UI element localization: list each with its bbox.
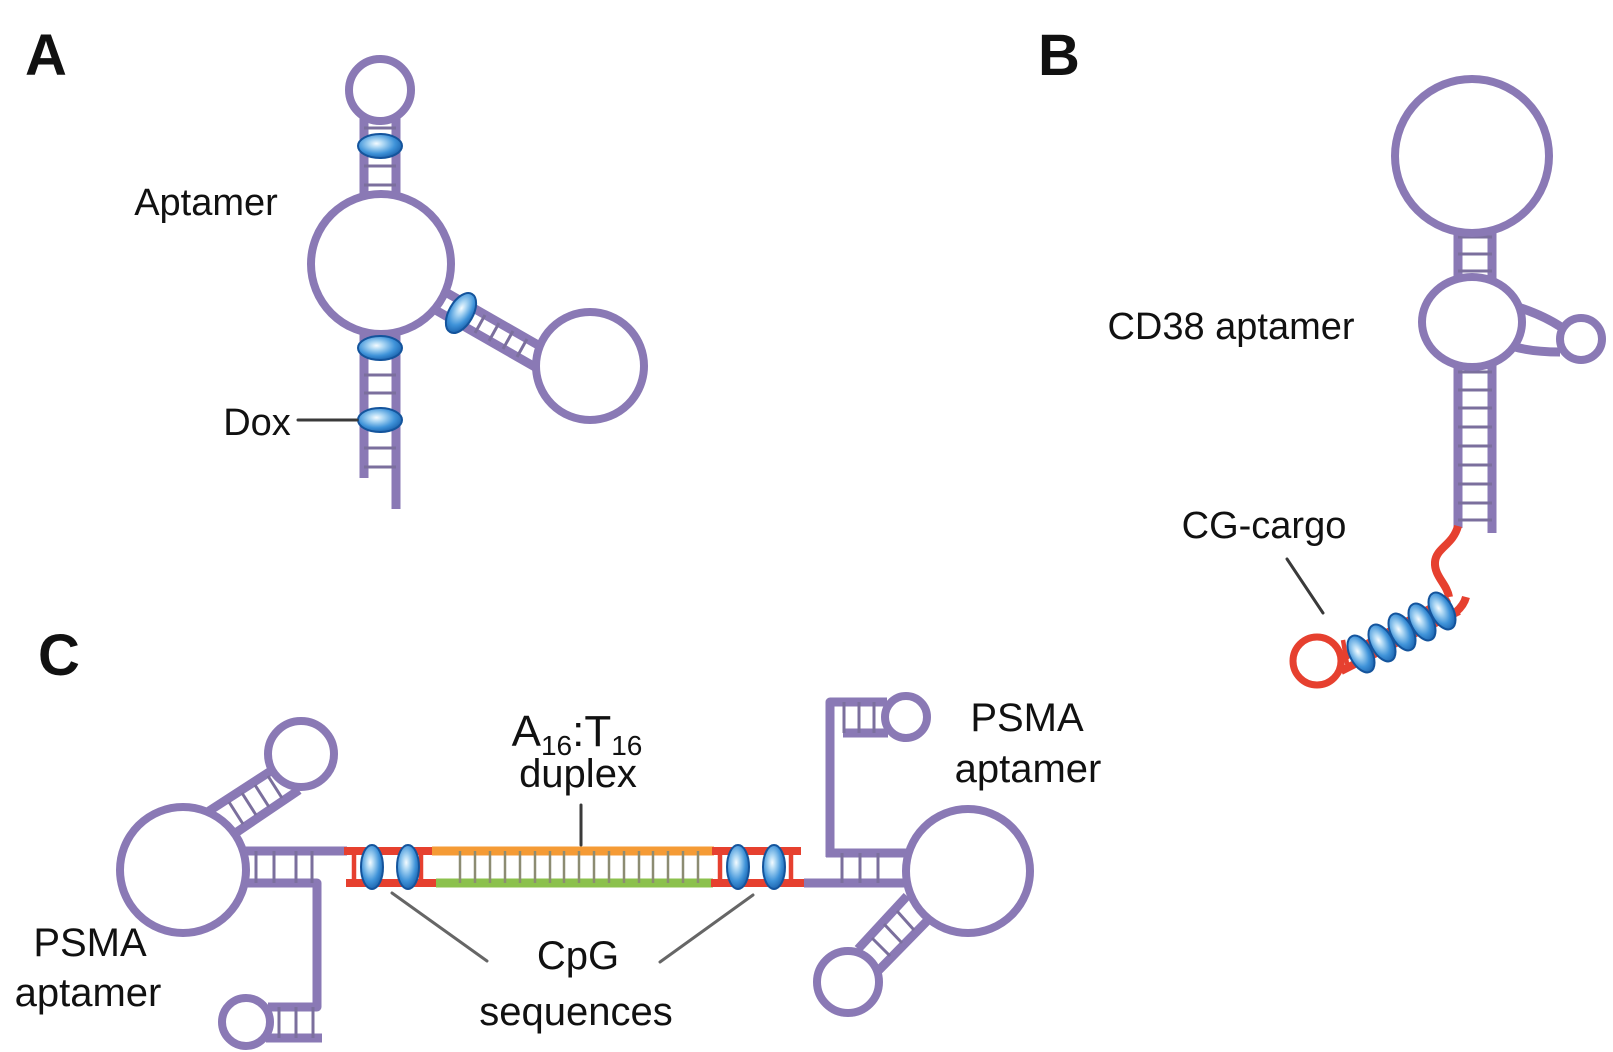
cpg-rungs <box>351 851 794 883</box>
panel-c: C <box>15 623 1102 1050</box>
cd38-aptamer-label: CD38 aptamer <box>1107 306 1354 348</box>
cg-cargo-loop <box>1289 633 1345 689</box>
psma-left-bottom-hairpin-rungs <box>277 1007 315 1038</box>
cg-cargo-dox-stack <box>1346 591 1457 674</box>
cpg-label-line1: CpG <box>537 934 619 978</box>
panel-b-letter: B <box>1038 23 1080 88</box>
psma-left-anchor-rungs <box>254 851 314 883</box>
aptamer-side-loop <box>532 308 648 424</box>
psma-left-top-stem <box>206 763 302 836</box>
psma-left-bottom-hairpin-loop <box>218 994 274 1050</box>
psma-left-main-loop <box>116 803 250 937</box>
dox-molecule <box>360 844 384 890</box>
psma-right-bottom-stem <box>854 892 933 975</box>
cpg-dox-molecules <box>360 844 786 890</box>
dox-molecule <box>726 844 750 890</box>
dox-molecule <box>1346 634 1376 674</box>
psma-right-main-loop <box>902 805 1034 937</box>
psma-aptamer-right <box>813 692 1034 1017</box>
psma-right-bottom-stem-rungs <box>870 909 916 958</box>
dox-molecule <box>762 844 786 890</box>
psma-left-label-line1: PSMA <box>33 921 147 965</box>
dox-molecule <box>357 335 403 361</box>
aptamer-bottom-stem-rungs <box>364 373 396 469</box>
cg-cargo-pointer-line <box>1285 557 1325 615</box>
psma-left-bottom-arm <box>238 878 322 1012</box>
psma-left-label-line2: aptamer <box>15 971 162 1015</box>
dox-molecule <box>357 407 403 433</box>
cg-cargo-label: CG-cargo <box>1182 505 1347 547</box>
cg-cargo-rung <box>1340 639 1350 665</box>
aptamer-top-stem-rungs <box>364 126 396 187</box>
psma-right-bottom-hairpin-loop <box>813 947 883 1017</box>
panel-a-letter: A <box>25 23 67 88</box>
cd38-top-loop <box>1391 75 1553 237</box>
aptamer-top-hairpin-loop <box>345 55 415 125</box>
dox-molecule <box>357 133 403 159</box>
psma-right-anchor-rungs <box>840 853 880 883</box>
cd38-thumb-loop <box>1556 314 1606 364</box>
cd38-middle-loop <box>1418 273 1526 371</box>
cpg-pointer-line-right <box>658 893 755 964</box>
cg-cargo-linker <box>1431 524 1462 598</box>
aptamer-main-loop <box>307 190 455 338</box>
dox-label: Dox <box>223 402 291 444</box>
dox-molecule <box>396 844 420 890</box>
psma-left-top-stem-rungs <box>227 775 284 825</box>
duplex-label-line1: A16:T16 <box>512 707 643 761</box>
cd38-upper-stem-rungs <box>1458 235 1492 273</box>
psma-right-top-hairpin-loop <box>881 692 931 742</box>
psma-aptamer-left <box>116 717 347 1050</box>
aptamer-label: Aptamer <box>134 182 278 224</box>
aptamer-side-stem-rungs <box>473 314 529 358</box>
panel-a: A <box>25 23 648 509</box>
psma-right-riser <box>825 697 887 857</box>
cg-cargo <box>1289 524 1470 689</box>
duplex-label-line2: duplex <box>519 752 637 796</box>
central-duplex <box>344 844 910 890</box>
cd38-long-stem-rungs <box>1458 370 1492 522</box>
psma-left-top-hairpin-loop <box>264 717 338 791</box>
psma-right-label-line1: PSMA <box>970 696 1084 740</box>
psma-right-label-line2: aptamer <box>955 747 1102 791</box>
dox-molecule <box>1367 623 1397 663</box>
duplex-base-pair-rungs <box>458 851 700 883</box>
cpg-label-line2: sequences <box>479 990 672 1034</box>
psma-right-top-hairpin-rungs <box>842 702 876 733</box>
panel-c-letter: C <box>38 623 80 688</box>
dox-molecule <box>444 292 478 334</box>
panel-b: B <box>1038 23 1606 689</box>
cpg-pointer-line-left <box>390 891 489 963</box>
cg-cargo-free-end <box>1453 595 1470 616</box>
